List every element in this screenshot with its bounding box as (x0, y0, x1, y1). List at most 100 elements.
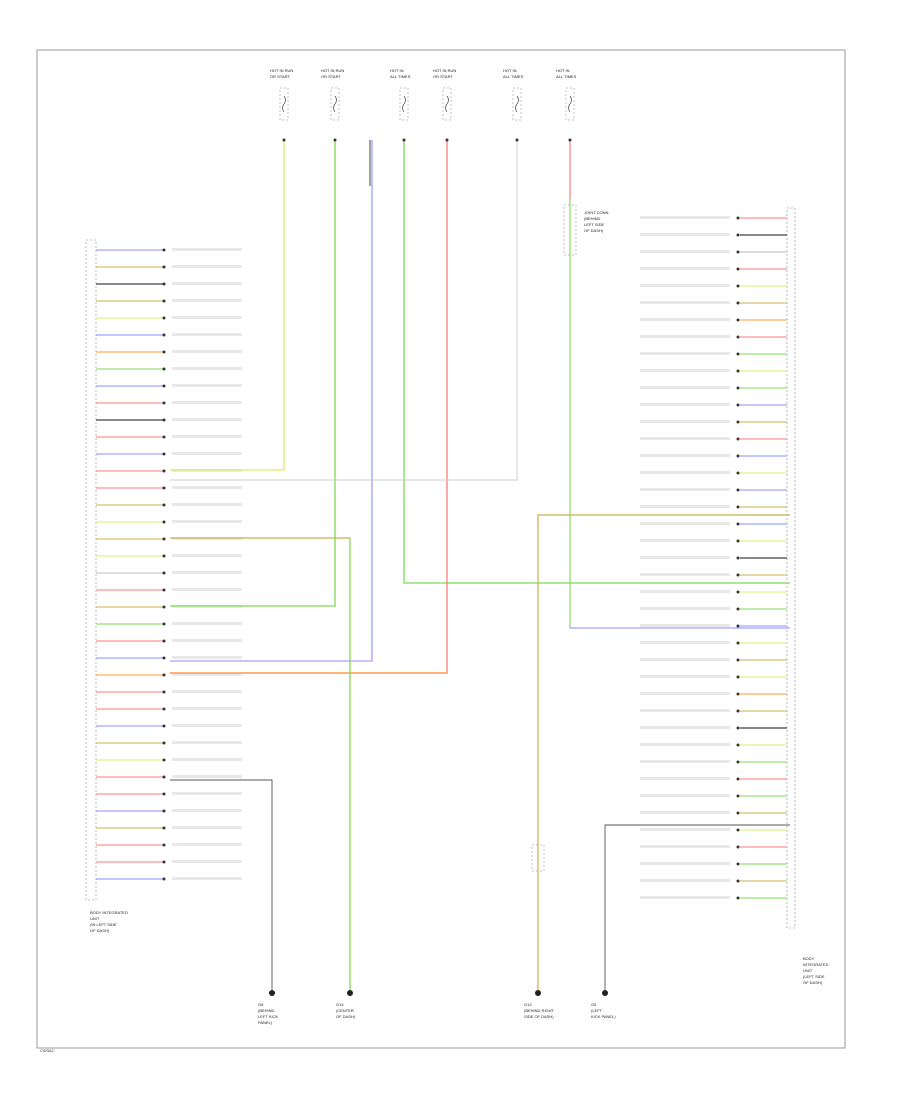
ground-label-0-3: PANEL) (258, 1020, 273, 1025)
right-circuit-label-bar-32 (640, 760, 730, 763)
right-circuit-label-bar-23 (640, 607, 730, 610)
right-circuit-label-bar-1 (640, 233, 730, 236)
ground-label-3-0: G5 (591, 1002, 597, 1007)
fuse-element-3 (445, 95, 449, 113)
right-connector-rows (640, 216, 787, 900)
right-circuit-label-bar-28 (640, 692, 730, 695)
footer-code: CW3A2 (40, 1048, 55, 1053)
left-circuit-label-bar-37 (172, 877, 242, 880)
right-pin-28 (736, 692, 740, 696)
fuse-label-0-1: OR START (270, 74, 290, 79)
right-pin-20 (736, 556, 740, 560)
wire-red (170, 140, 448, 674)
fuse-label-5-0: HOT IN (556, 68, 570, 73)
left-pin-0 (162, 248, 166, 252)
joint-connector-label-0: JOINT CONN. (584, 210, 609, 215)
fuse-terminal-1 (333, 138, 337, 142)
right-circuit-label-bar-31 (640, 743, 730, 746)
left-pin-31 (162, 775, 166, 779)
right-circuit-label-bar-35 (640, 811, 730, 814)
mid-splice-box (531, 844, 545, 872)
left-pin-34 (162, 826, 166, 830)
left-pin-19 (162, 571, 166, 575)
left-connector-label-1: UNIT (90, 916, 100, 921)
left-circuit-label-bar-29 (172, 741, 242, 744)
wire-green-left (170, 140, 336, 607)
right-circuit-label-bar-2 (640, 250, 730, 253)
right-pin-15 (736, 471, 740, 475)
right-circuit-label-bar-25 (640, 641, 730, 644)
left-pin-20 (162, 588, 166, 592)
right-pin-21 (736, 573, 740, 577)
right-pin-8 (736, 352, 740, 356)
left-circuit-label-bar-14 (172, 486, 242, 489)
fuse-label-2-1: ALL TIMES (390, 74, 411, 79)
right-pin-37 (736, 845, 740, 849)
right-pin-32 (736, 760, 740, 764)
left-pin-3 (162, 299, 166, 303)
fuse-box-1 (330, 87, 340, 121)
left-connector-label-2: (IN LEFT SIDE (90, 922, 117, 927)
left-circuit-label-bar-1 (172, 265, 242, 268)
left-pin-14 (162, 486, 166, 490)
right-connector-label-2: UNIT (803, 968, 813, 973)
ground-symbol-3 (602, 990, 608, 996)
right-pin-9 (736, 369, 740, 373)
left-pin-28 (162, 724, 166, 728)
fuse-label-3-1: OR START (433, 74, 453, 79)
ground-symbol-2 (535, 990, 541, 996)
right-circuit-label-bar-11 (640, 403, 730, 406)
right-circuit-label-bar-40 (640, 896, 730, 899)
right-circuit-label-bar-12 (640, 420, 730, 423)
right-circuit-label-bar-26 (640, 658, 730, 661)
left-pin-22 (162, 622, 166, 626)
left-circuit-label-bar-30 (172, 758, 242, 761)
ground-label-0-1: (BEHIND (258, 1008, 275, 1013)
left-pin-36 (162, 860, 166, 864)
ground-label-1-2: OF DASH) (336, 1014, 356, 1019)
left-circuit-label-bar-35 (172, 843, 242, 846)
fuse-label-3-0: HOT IN RUN (433, 68, 456, 73)
right-pin-12 (736, 420, 740, 424)
left-circuit-label-bar-36 (172, 860, 242, 863)
left-pin-1 (162, 265, 166, 269)
right-circuit-label-bar-6 (640, 318, 730, 321)
right-circuit-label-bar-17 (640, 505, 730, 508)
fuse-element-0 (282, 95, 286, 113)
left-circuit-label-bar-33 (172, 809, 242, 812)
left-pin-7 (162, 367, 166, 371)
left-pin-37 (162, 877, 166, 881)
ground-label-1-1: (CENTER (336, 1008, 354, 1013)
wire-yellow-green (170, 140, 285, 471)
left-pin-18 (162, 554, 166, 558)
right-circuit-label-bar-8 (640, 352, 730, 355)
wire-blue-left (170, 140, 373, 662)
right-circuit-label-bar-30 (640, 726, 730, 729)
right-pin-27 (736, 675, 740, 679)
right-pin-35 (736, 811, 740, 815)
wire-green-right (403, 140, 790, 584)
right-connector-label-1: INTEGRATED (803, 962, 829, 967)
right-pin-36 (736, 828, 740, 832)
diagram-frame (36, 49, 846, 1049)
wire-ground-g5 (604, 824, 790, 990)
right-circuit-label-bar-19 (640, 539, 730, 542)
left-pin-30 (162, 758, 166, 762)
left-connector-label-3: OF DASH) (90, 928, 110, 933)
right-pin-40 (736, 896, 740, 900)
left-connector-box (85, 239, 97, 901)
right-pin-33 (736, 777, 740, 781)
right-circuit-label-bar-38 (640, 862, 730, 865)
right-pin-29 (736, 709, 740, 713)
right-connector-label: BODY INTEGRATED UNIT (LEFT SIDE OF DASH) (803, 956, 829, 985)
left-circuit-label-bar-23 (172, 639, 242, 642)
left-pin-8 (162, 384, 166, 388)
left-pin-21 (162, 605, 166, 609)
joint-connector-label-1: (BEHIND (584, 216, 601, 221)
right-pin-5 (736, 301, 740, 305)
right-pin-11 (736, 403, 740, 407)
right-pin-38 (736, 862, 740, 866)
